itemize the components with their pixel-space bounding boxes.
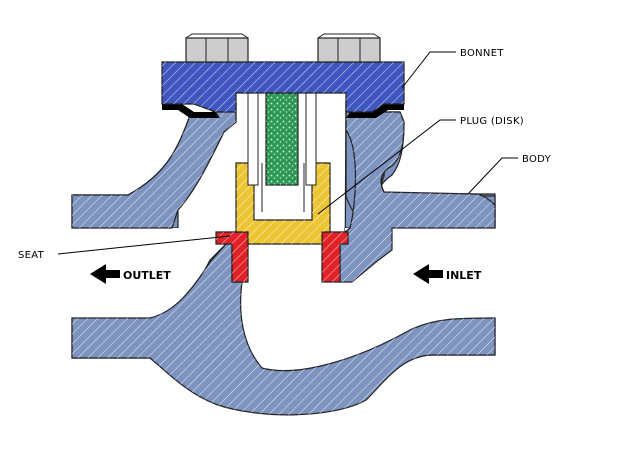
bolt-left (185, 33, 249, 63)
plug-leader (317, 119, 456, 215)
bonnet-leader (401, 51, 456, 89)
bonnet-gasket (162, 104, 220, 118)
seat-leader (57, 235, 231, 255)
callouts: BONNET PLUG (DISK) BODY SEAT (18, 48, 552, 261)
inlet-arrow: INLET (413, 264, 482, 284)
stem-spring (247, 92, 317, 186)
outlet-label: OUTLET (123, 269, 171, 282)
body-label: BODY (522, 154, 552, 165)
bonnet-label: BONNET (460, 48, 504, 59)
plug-disk (235, 162, 331, 245)
seat-rings (215, 231, 349, 283)
plug-label: PLUG (DISK) (460, 116, 524, 127)
inlet-label: INLET (446, 269, 482, 282)
seat-label: SEAT (18, 250, 45, 261)
body-leader (467, 157, 518, 195)
bonnet (161, 61, 405, 118)
inlet-arrow-icon (413, 264, 443, 284)
outlet-arrow-icon (90, 264, 120, 284)
bonnet-bolts (185, 33, 381, 63)
flow-bore (72, 228, 495, 372)
outlet-arrow: OUTLET (90, 264, 171, 284)
bolt-right (317, 33, 381, 63)
